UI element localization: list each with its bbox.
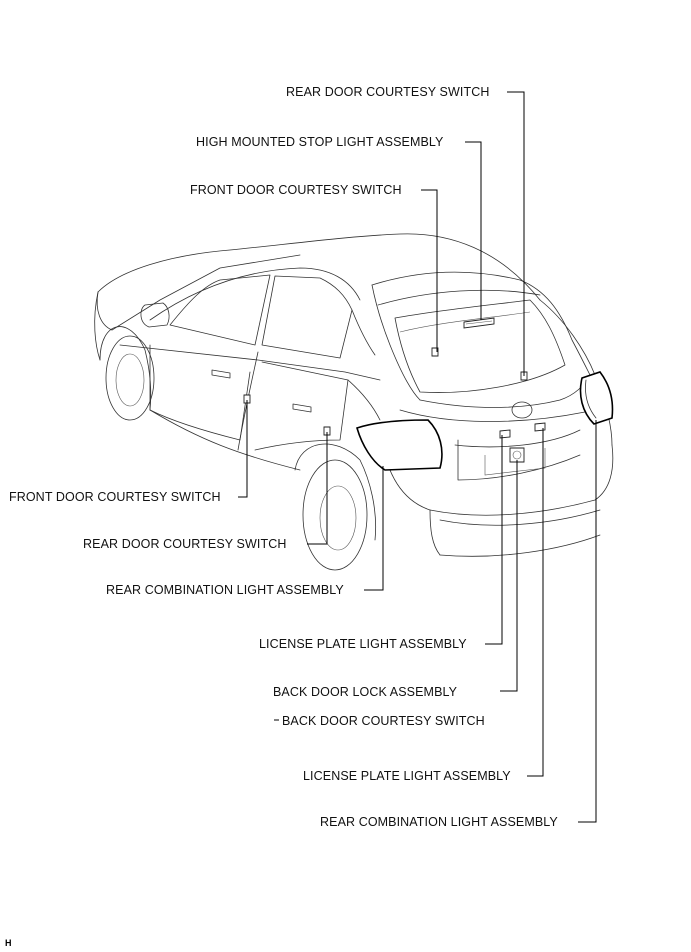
high-mounted-stop-light (463, 317, 495, 329)
label-license-plate-light-1: LICENSE PLATE LIGHT ASSEMBLY (259, 637, 467, 651)
corner-mark: H (5, 938, 12, 948)
back-door-lock (509, 447, 525, 463)
label-front-door-courtesy-switch-top: FRONT DOOR COURTESY SWITCH (190, 183, 402, 197)
car-outline (94, 233, 614, 571)
label-front-door-courtesy-switch-left: FRONT DOOR COURTESY SWITCH (9, 490, 221, 504)
label-rear-combination-light-right: REAR COMBINATION LIGHT ASSEMBLY (320, 815, 558, 829)
leader-lines (238, 91, 597, 823)
components (243, 317, 546, 463)
label-back-door-lock: BACK DOOR LOCK ASSEMBLY (273, 685, 458, 699)
rear-door-courtesy-switch-lower (323, 426, 331, 436)
label-back-door-courtesy-switch: BACK DOOR COURTESY SWITCH (282, 714, 485, 728)
label-high-mounted-stop-light: HIGH MOUNTED STOP LIGHT ASSEMBLY (196, 135, 444, 149)
left-rear-combination-light (356, 419, 443, 471)
label-rear-combination-light-left: REAR COMBINATION LIGHT ASSEMBLY (106, 583, 344, 597)
front-door-courtesy-switch-lower (243, 394, 251, 404)
label-license-plate-light-2: LICENSE PLATE LIGHT ASSEMBLY (303, 769, 511, 783)
label-rear-door-courtesy-switch-top: REAR DOOR COURTESY SWITCH (286, 85, 490, 99)
label-rear-door-courtesy-switch-left: REAR DOOR COURTESY SWITCH (83, 537, 287, 551)
